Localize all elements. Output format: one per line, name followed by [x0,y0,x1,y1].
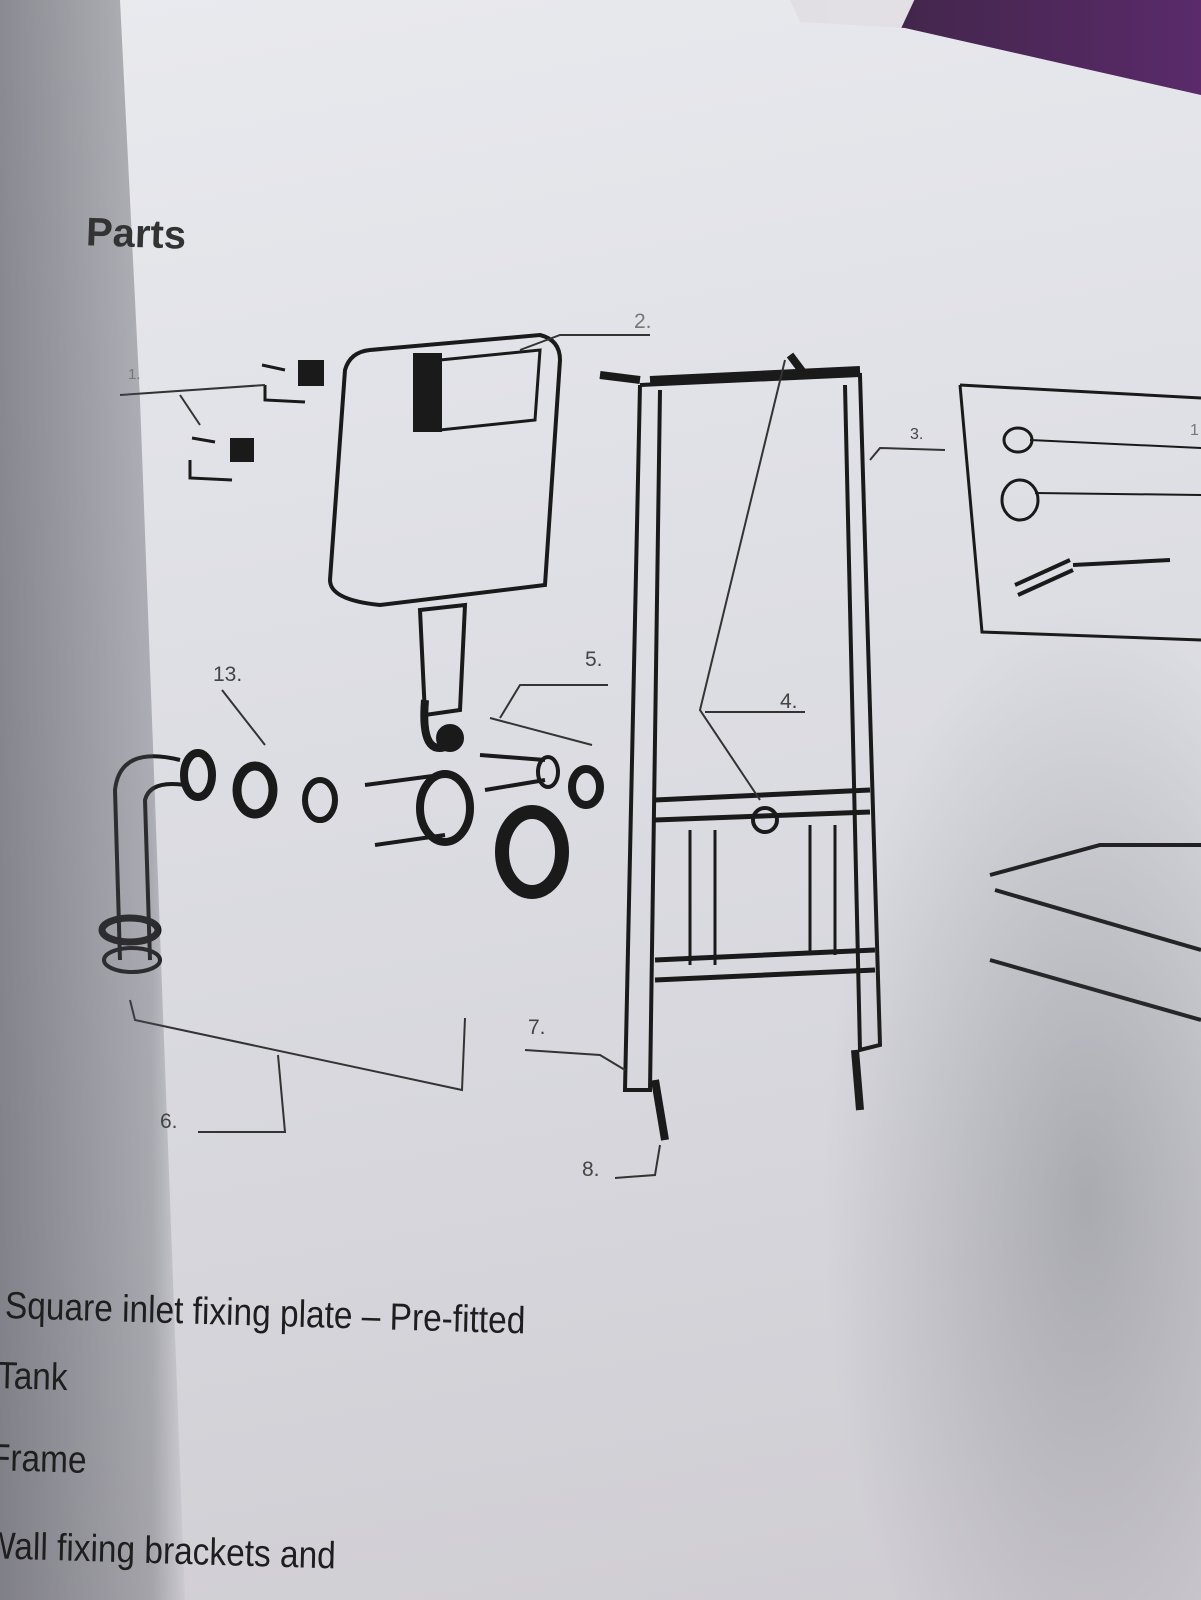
parts-list-item: Tank [0,1355,69,1400]
callout-13: 13. [213,663,243,686]
frame-drawing [599,352,883,1141]
callout-5: 5. [585,648,603,671]
inset-callout: 1 [1190,422,1199,439]
callout-6: 6. [160,1110,178,1133]
callout-4: 4. [780,690,798,713]
parts-list-item: Frame [0,1437,88,1482]
callout-2: 2. [634,310,652,333]
tank-drawing [327,332,563,752]
flush-bend-drawing [98,749,604,974]
leader-lines [119,334,946,1179]
photo-shadow-right [820,600,1201,1600]
callout-3: 3. [910,426,924,443]
page-heading: Parts [85,210,187,258]
fixing-plates-drawing [188,360,324,482]
callout-7: 7. [528,1016,546,1039]
inset-box-drawing [958,383,1201,1022]
callout-8: 8. [582,1158,600,1181]
callout-1: 1. [128,366,141,383]
